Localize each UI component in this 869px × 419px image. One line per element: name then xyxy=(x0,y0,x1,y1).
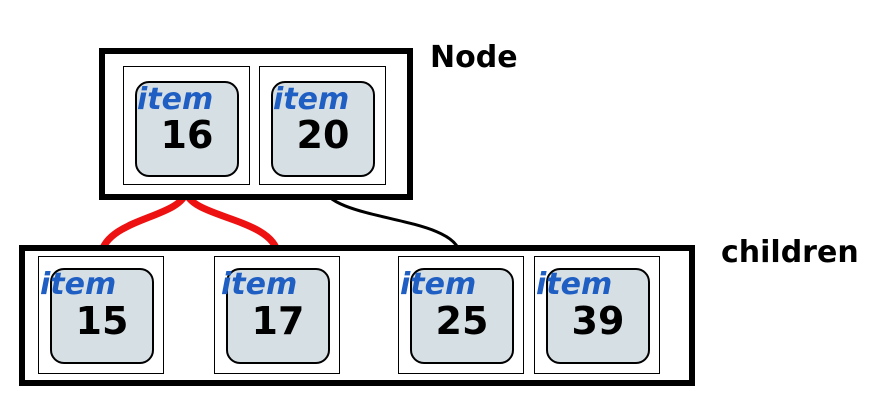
item-value: 17 xyxy=(251,299,305,343)
item-value: 25 xyxy=(435,299,489,343)
item-label: item xyxy=(40,267,117,302)
item-label: item xyxy=(221,267,298,302)
child-item-card-4: item 39 xyxy=(536,268,650,364)
child-item-card-2: item 17 xyxy=(221,268,330,364)
item-value: 16 xyxy=(160,113,214,157)
child-item-card-3: item 25 xyxy=(400,268,514,364)
item-value: 20 xyxy=(296,113,350,157)
children-title: children xyxy=(721,235,859,270)
item-label: item xyxy=(273,82,350,117)
node-title: Node xyxy=(430,40,518,75)
item-label: item xyxy=(137,82,214,117)
item-label: item xyxy=(536,267,613,302)
node-item-card-2: item 20 xyxy=(271,81,375,177)
item-value: 39 xyxy=(571,299,625,343)
child-item-card-1: item 15 xyxy=(40,268,154,364)
item-label: item xyxy=(400,267,477,302)
node-item-card-1: item 16 xyxy=(135,81,239,177)
item-value: 15 xyxy=(75,299,129,343)
